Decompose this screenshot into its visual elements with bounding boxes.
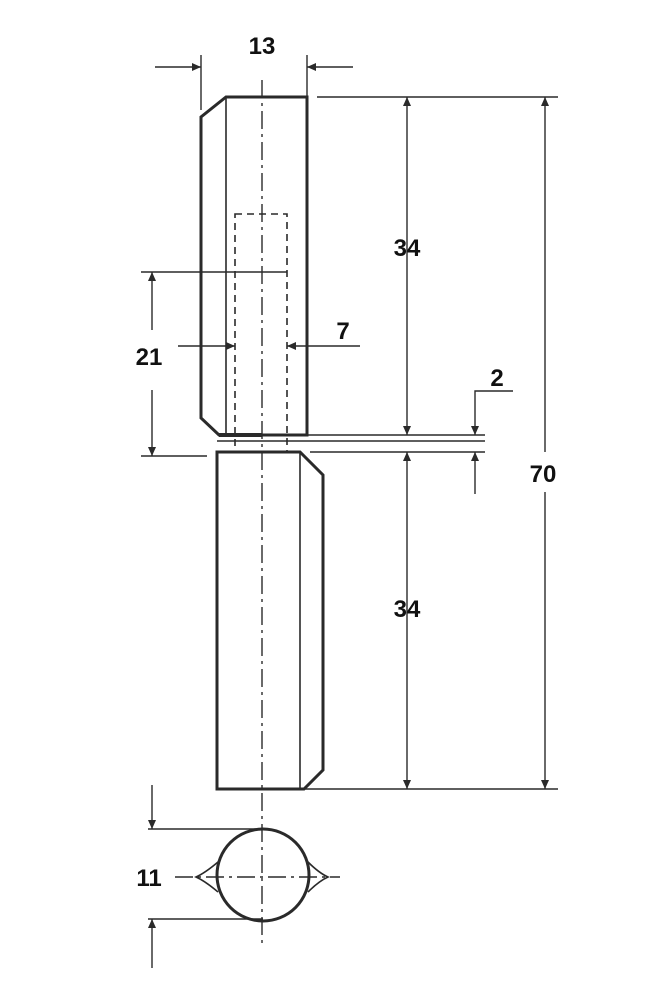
dimension-11-label: 11 <box>136 865 161 892</box>
cross-section <box>175 827 340 923</box>
knuckle-joint <box>217 433 485 442</box>
dimension-34-lower: 34 <box>304 452 558 790</box>
dimension-2-label: 2 <box>490 365 503 392</box>
dimension-7: 7 <box>178 318 360 350</box>
dimension-21: 21 <box>136 271 287 457</box>
dimension-34-upper: 34 <box>317 96 558 435</box>
dimension-34-lower-label: 34 <box>394 596 421 623</box>
dimension-70: 70 <box>530 97 557 789</box>
dimension-34-upper-label: 34 <box>394 235 421 262</box>
lower-knuckle <box>215 450 325 791</box>
dimension-2: 2 <box>310 365 513 494</box>
dimension-70-label: 70 <box>530 461 557 488</box>
dimension-7-label: 7 <box>336 318 349 345</box>
dimension-21-label: 21 <box>136 344 163 371</box>
dimension-13-label: 13 <box>249 33 276 60</box>
dimension-11: 11 <box>136 785 263 968</box>
dimension-13: 13 <box>155 33 353 110</box>
upper-knuckle <box>199 95 309 437</box>
hidden-pin-bore <box>234 213 288 453</box>
